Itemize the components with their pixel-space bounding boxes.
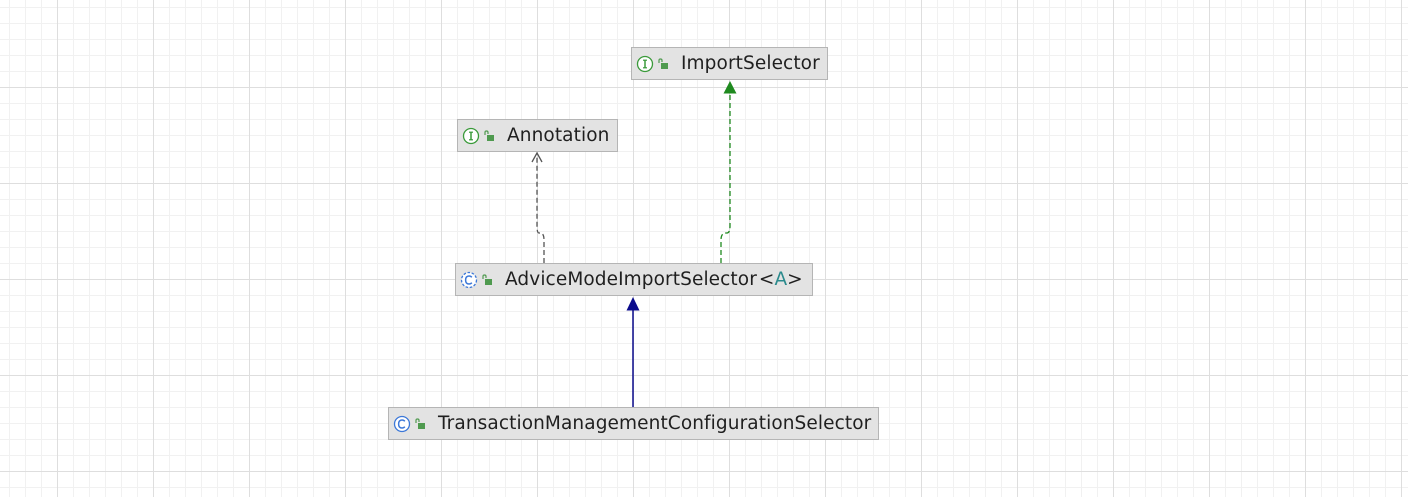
node-label: ImportSelector — [681, 53, 820, 74]
type-parameters: <A> — [758, 269, 803, 290]
interface-icon — [462, 127, 480, 144]
node-import-selector[interactable]: ImportSelector — [631, 47, 828, 80]
node-advice-mode-import-selector[interactable]: AdviceModeImportSelector <A> — [455, 263, 813, 296]
edge-implements-import-selector — [720, 93, 731, 263]
node-label: Annotation — [507, 125, 610, 146]
arrowhead-dependency — [531, 151, 543, 163]
abstract-class-icon — [460, 271, 478, 288]
lock-icon — [415, 417, 425, 429]
node-annotation[interactable]: Annotation — [457, 119, 618, 152]
lock-icon — [482, 273, 492, 285]
lock-icon — [658, 57, 668, 69]
type-parameter: A — [774, 269, 788, 290]
lock-icon — [484, 129, 494, 141]
node-label: AdviceModeImportSelector — [505, 269, 757, 290]
interface-icon — [636, 55, 654, 72]
class-icon — [393, 415, 411, 432]
arrowhead-implements — [723, 81, 737, 94]
edge-dependency-annotation — [536, 154, 545, 263]
node-transaction-management-configuration-selector[interactable]: TransactionManagementConfigurationSelect… — [388, 407, 879, 440]
node-label: TransactionManagementConfigurationSelect… — [438, 413, 872, 434]
arrowhead-extends — [626, 297, 640, 311]
